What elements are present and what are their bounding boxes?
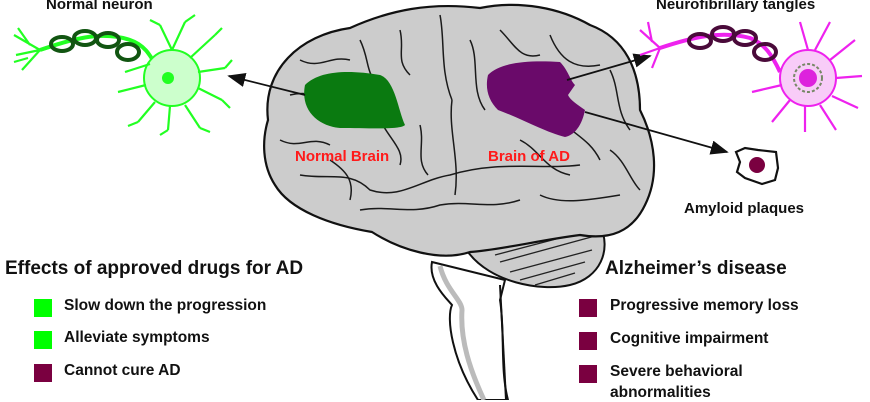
ad-brain-region [486,61,585,137]
alzheimers-heading: Alzheimer’s disease [605,258,787,279]
drug-effect-item: Alleviate symptoms [64,329,210,346]
drug-effect-item: Slow down the progression [64,297,267,314]
ad-symptom-item: Cognitive impairment [610,330,769,347]
ad-symptom-item: Severe behavioral [610,363,743,380]
amyloid-plaques-label: Amyloid plaques [684,200,805,217]
maroon-square-icon [579,332,597,350]
drugs-heading: Effects of approved drugs for AD [5,258,304,279]
ad-symptom-item-continued: abnormalities [610,384,711,401]
normal-neuron-icon [13,14,233,136]
green-square-icon [34,331,52,349]
normal-brain-label: Normal Brain [295,148,390,165]
normal-brain-region [304,72,405,129]
amyloid-plaque-icon [734,146,780,186]
brain-of-ad-label: Brain of AD [488,148,570,165]
drug-effect-item: Cannot cure AD [64,362,181,379]
green-square-icon [34,299,52,317]
ad-symptom-item: Progressive memory loss [610,297,799,314]
maroon-square-icon [579,299,597,317]
brainstem [430,260,510,400]
brain-outline [263,3,656,257]
neurofibrillary-tangles-label: Neurofibrillary tangles [656,0,816,13]
tangles-neuron-icon [639,21,863,132]
arrow-to-plaques [584,111,729,155]
maroon-square-icon [579,365,597,383]
maroon-square-icon [34,364,52,382]
normal-neuron-label: Normal neuron [46,0,153,13]
arrow-to-normal-neuron [227,72,306,96]
arrow-to-tangles [566,53,652,81]
